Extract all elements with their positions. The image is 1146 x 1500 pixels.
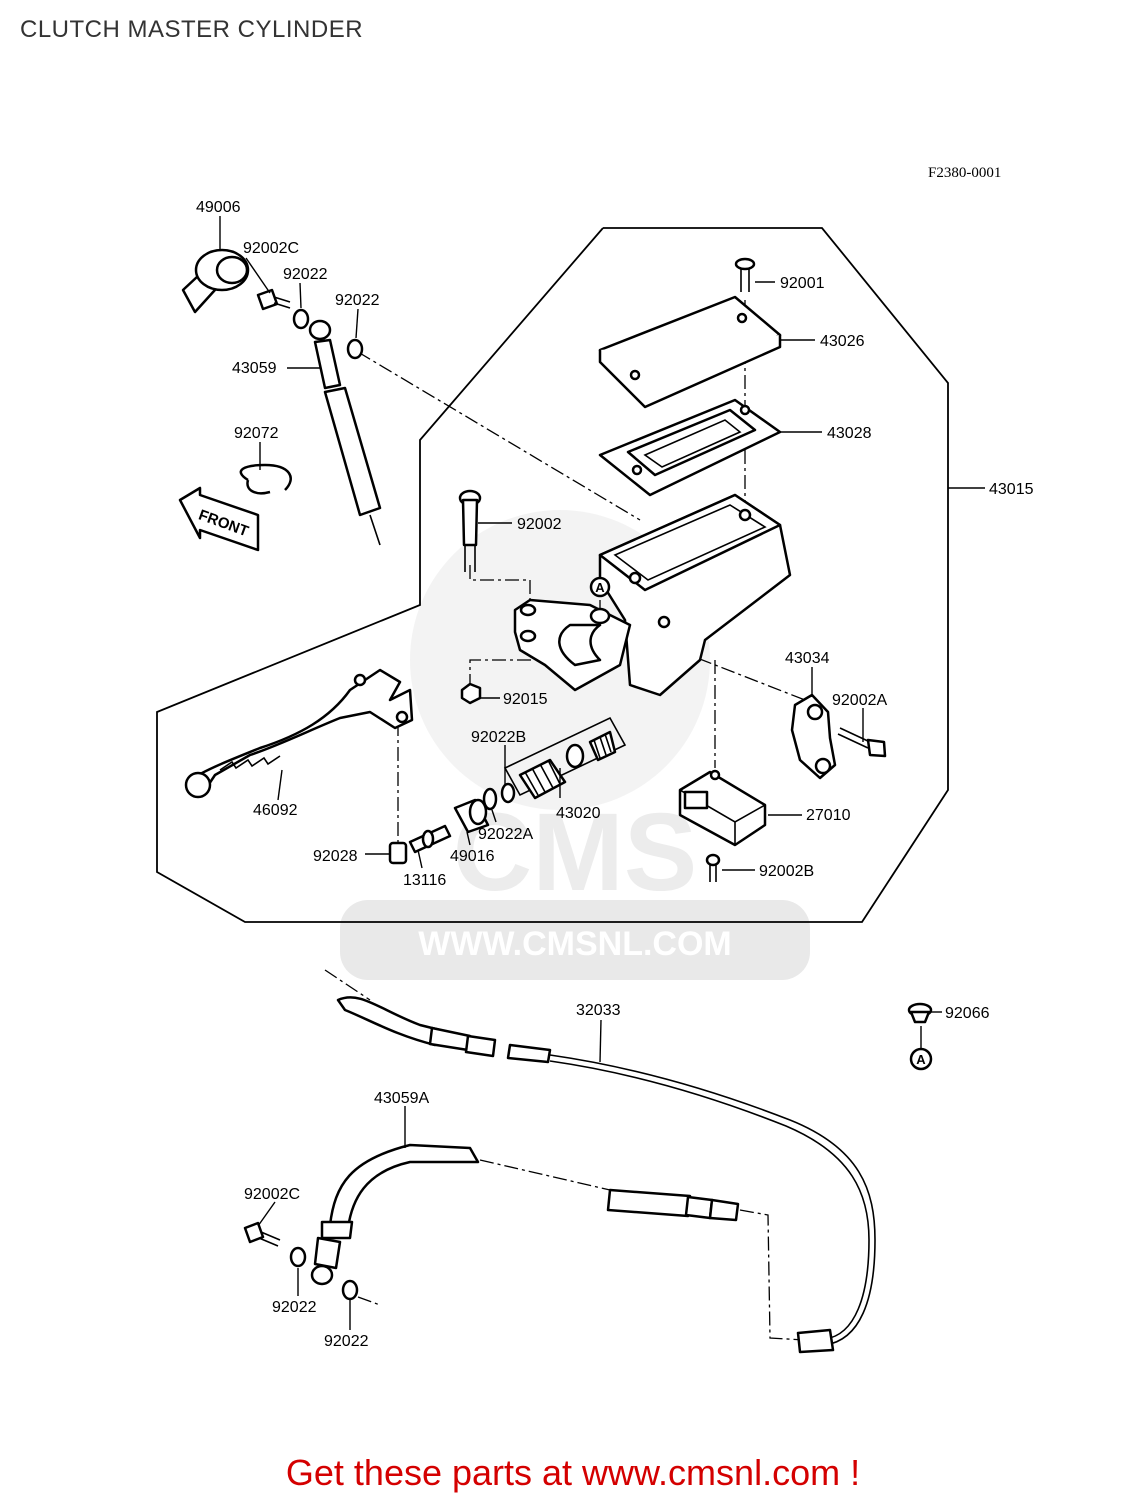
part-92022-washer-bottom-b	[341, 1279, 359, 1301]
part-46092-clutch-lever	[184, 668, 414, 799]
part-marker-a-top: A	[589, 576, 611, 625]
label-92028: 92028	[313, 848, 358, 865]
label-43034: 43034	[785, 650, 830, 667]
label-32033: 32033	[576, 1002, 621, 1019]
label-27010: 27010	[806, 807, 851, 824]
footer-promo: Get these parts at www.cmsnl.com !	[0, 1452, 1146, 1494]
part-92022b-washer	[500, 782, 516, 804]
label-49006: 49006	[196, 199, 241, 216]
part-43034-holder-clamp	[790, 693, 837, 780]
label-92002c-top: 92002C	[243, 240, 299, 257]
label-92072: 92072	[234, 425, 279, 442]
label-92022b: 92022B	[471, 729, 526, 746]
part-92002c-banjo-bolt-top	[256, 288, 291, 311]
label-13116: 13116	[403, 872, 446, 889]
label-49016: 49016	[450, 848, 495, 865]
part-92002c-banjo-bolt-bottom	[243, 1221, 281, 1247]
label-92015: 92015	[503, 691, 548, 708]
label-43020: 43020	[556, 805, 601, 822]
part-43020-piston-kit	[503, 716, 627, 800]
part-labels: 49006 92002C 92022 92022 43059 92072 920…	[196, 199, 1034, 1350]
part-92002-clamp-bolt	[458, 489, 482, 572]
watermark-url: WWW.CMSNL.COM	[418, 925, 732, 963]
part-92002a-bolt	[837, 727, 887, 758]
marker-a-top-label: A	[595, 580, 605, 595]
label-92001: 92001	[780, 275, 825, 292]
label-43059a: 43059A	[374, 1090, 429, 1107]
part-92022-washer-top-a	[292, 308, 310, 330]
watermark-logo: CMS	[453, 791, 697, 914]
label-92002b: 92002B	[759, 863, 814, 880]
front-direction-arrow: FRONT	[178, 486, 260, 552]
label-92002: 92002	[517, 516, 562, 533]
part-27010-clutch-switch	[678, 769, 767, 847]
label-43026: 43026	[820, 333, 865, 350]
part-92072-hose-clamp	[239, 463, 292, 495]
part-92001-cap-screw	[734, 257, 756, 292]
label-43059: 43059	[232, 360, 277, 377]
footer-link[interactable]: Get these parts at www.cmsnl.com !	[285, 1452, 861, 1493]
part-13116-push-rod	[408, 824, 452, 854]
figure-code: F2380-0001	[928, 165, 1001, 181]
label-92066: 92066	[945, 1005, 990, 1022]
page-title: CLUTCH MASTER CYLINDER	[20, 16, 364, 43]
part-92028-lever-pin	[388, 841, 408, 865]
part-92022-washer-top-b	[346, 338, 364, 360]
label-92022-bottom-a: 92022	[272, 1299, 317, 1316]
part-43028-diaphragm	[598, 398, 782, 497]
part-43059-clutch-hose-top	[308, 319, 382, 546]
part-49006-rubber-cap	[181, 248, 250, 314]
part-92022a-circlip	[482, 787, 498, 811]
assembly-border	[156, 227, 949, 923]
label-43028: 43028	[827, 425, 872, 442]
label-46092: 46092	[253, 802, 298, 819]
part-32033-clutch-pipe	[336, 996, 876, 1354]
leader-lines	[219, 216, 985, 1330]
label-92002c-bottom: 92002C	[244, 1186, 300, 1203]
label-92022-bottom-b: 92022	[324, 1333, 369, 1350]
label-92022-top-b: 92022	[335, 292, 380, 309]
label-92022a: 92022A	[478, 826, 533, 843]
part-92066-plug	[907, 1002, 933, 1024]
part-92015-nut	[460, 682, 482, 705]
arrow-left-icon	[178, 486, 260, 552]
label-43015: 43015	[989, 481, 1034, 498]
part-49016-dust-boot	[453, 798, 490, 834]
label-92022-top-a: 92022	[283, 266, 328, 283]
part-43026-reservoir-cap	[598, 295, 782, 409]
part-43059a-clutch-hose-bottom	[310, 1143, 740, 1286]
marker-a-bottom-label: A	[916, 1052, 926, 1067]
part-43015-master-cylinder-body	[513, 493, 792, 697]
label-92002a: 92002A	[832, 692, 887, 709]
part-92002b-switch-screw	[705, 853, 721, 882]
part-marker-a-bottom: A	[909, 1026, 933, 1071]
part-92022-washer-bottom-a	[289, 1246, 307, 1268]
